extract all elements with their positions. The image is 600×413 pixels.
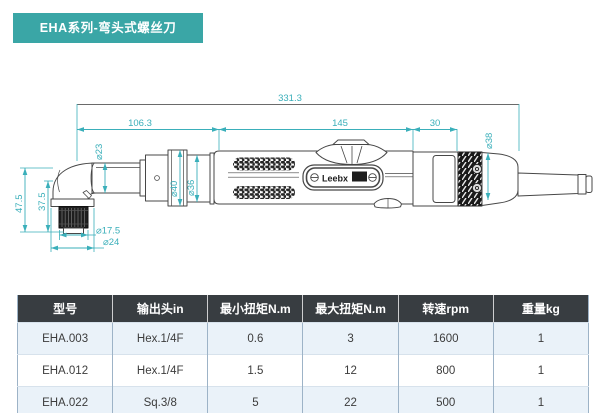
series-title-badge: EHA系列-弯头式螺丝刀 <box>13 13 203 43</box>
cell-speed: 1600 <box>397 322 494 355</box>
cell-model: EHA.012 <box>17 354 113 387</box>
col-header-model: 型号 <box>17 295 113 323</box>
dim-bit-holder-dia-label: ⌀17.5 <box>96 226 120 237</box>
dim-clamp-outer-dia-label: ⌀40 <box>169 181 180 197</box>
bottom-latch <box>373 198 402 209</box>
knurled-ring <box>457 151 483 207</box>
cell-speed: 800 <box>397 354 494 387</box>
col-header-weight: 重量kg <box>492 295 589 323</box>
cell-min-torque: 5 <box>207 386 303 413</box>
cell-weight: 1 <box>492 386 589 413</box>
dim-head-height-label: 47.5 <box>14 195 25 214</box>
cell-weight: 1 <box>492 322 589 355</box>
power-cable <box>517 172 593 197</box>
vent-grille-bottom <box>233 186 295 199</box>
dim-neck-dia-label: ⌀23 <box>94 144 105 160</box>
table-row: EHA.022 Sq.3/8 5 22 500 1 <box>17 386 589 413</box>
dim-rear-dia-label: ⌀38 <box>484 133 495 149</box>
cell-max-torque: 12 <box>302 354 399 387</box>
cell-model: EHA.003 <box>17 322 113 355</box>
cell-output-head: Sq.3/8 <box>112 386 208 413</box>
spec-table: 型号 输出头in 最小扭矩N.m 最大扭矩N.m 转速rpm 重量kg EHA.… <box>17 295 589 413</box>
cell-speed: 500 <box>397 386 494 413</box>
cell-weight: 1 <box>492 354 589 387</box>
rear-cap <box>481 152 519 206</box>
cell-output-head: Hex.1/4F <box>112 322 208 355</box>
technical-drawing: Leebx <box>0 48 600 293</box>
dimension-lines <box>20 104 520 252</box>
dim-clamp-inner-dia-label: ⌀36 <box>186 180 197 196</box>
cell-max-torque: 3 <box>302 322 399 355</box>
head-flange <box>50 198 95 207</box>
spec-table-header-row: 型号 输出头in 最小扭矩N.m 最大扭矩N.m 转速rpm 重量kg <box>17 295 589 323</box>
angle-head <box>50 162 97 207</box>
dimension-labels: 331.3 106.3 145 30 ⌀38 ⌀23 ⌀40 ⌀36 47.5 … <box>14 93 495 248</box>
dim-flange-dia-label: ⌀24 <box>103 237 119 248</box>
screwdriver-dimension-drawing: Leebx <box>14 93 593 252</box>
rear-housing <box>412 151 459 207</box>
col-header-speed: 转速rpm <box>397 295 494 323</box>
dim-rear-length-label: 30 <box>430 118 441 129</box>
ring-screw-top <box>471 163 483 175</box>
table-row: EHA.012 Hex.1/4F 1.5 12 800 1 <box>17 354 589 387</box>
vent-grille-top <box>233 157 295 171</box>
table-row: EHA.003 Hex.1/4F 0.6 3 1600 1 <box>17 322 589 355</box>
dim-front-length-label: 106.3 <box>128 118 152 129</box>
cell-output-head: Hex.1/4F <box>112 354 208 387</box>
bit-tip <box>63 227 84 234</box>
dim-head-drop-label: 37.5 <box>37 193 48 212</box>
col-header-min-torque: 最小扭矩N.m <box>207 295 303 323</box>
cell-model: EHA.022 <box>17 386 113 413</box>
dim-total-length-label: 331.3 <box>278 93 302 104</box>
spindle-neck <box>90 162 141 194</box>
bit-holder <box>58 206 89 234</box>
col-header-max-torque: 最大扭矩N.m <box>302 295 399 323</box>
logo-plate: Leebx <box>302 164 384 191</box>
cell-max-torque: 22 <box>302 386 399 413</box>
cell-min-torque: 0.6 <box>207 322 303 355</box>
col-header-output-head: 输出头in <box>112 295 208 323</box>
screwdriver-outline: Leebx <box>50 139 593 234</box>
ring-screw-bottom <box>471 182 483 194</box>
reverse-lever <box>315 139 388 165</box>
dim-body-length-label: 145 <box>332 118 348 129</box>
cell-min-torque: 1.5 <box>207 354 303 387</box>
brand-logo-block <box>352 171 367 182</box>
brand-logo-text: Leebx <box>322 174 348 184</box>
